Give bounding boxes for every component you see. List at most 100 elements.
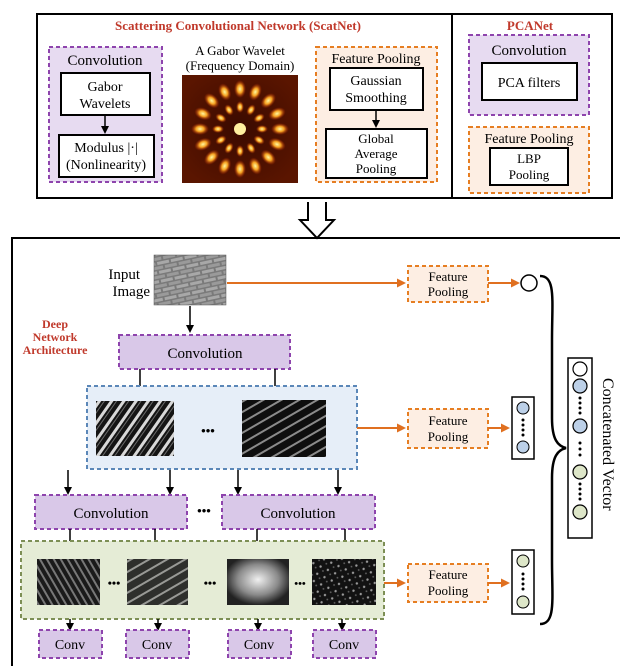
concatenated-vector-label: Concatenated Vector [599,378,616,511]
gabor-petal [191,123,209,135]
conv-box-b [125,629,190,659]
ellipsis-conv-row: ••• [197,503,211,518]
feature-map-2a [37,559,100,605]
conv-a-label: Conv [55,638,85,653]
gabor-petal [204,149,220,165]
gabor-petal [260,93,276,109]
global-average-pooling-box [325,128,428,179]
convolution-2b-label: Convolution [260,506,336,522]
modulus-line-1: Modulus |·| [74,141,138,156]
modulus-line-2: (Nonlinearity) [66,158,146,173]
feature-map-1b [242,400,326,457]
gabor-petal [224,104,234,116]
gabor-petal [248,157,262,175]
ellipsis-band-2a: ••• [108,576,121,590]
feature-pooling-2-line-2: Pooling [428,429,469,444]
pca-filters-box [481,62,578,101]
convolution-1-label: Convolution [167,346,243,362]
feature-pooling-1-line-1: Feature [429,269,468,284]
conv-b-label: Conv [142,638,172,653]
concatenation-brace [539,274,567,626]
gabor-petal [246,104,256,116]
scatnet-feature-pooling-label: Feature Pooling [331,52,420,67]
gabor-petal [236,145,244,157]
gabor-petal [215,135,227,145]
global-line-3: Pooling [356,161,397,176]
gabor-petal [268,137,286,151]
global-line-1: Global [358,131,394,146]
conv-box-c [227,629,292,659]
feature-map-1a [96,401,174,456]
pcanet-title: PCANet [507,18,554,33]
lbp-pooling-box [489,147,569,186]
scatnet-convolution-label: Convolution [67,53,143,69]
feature-pooling-2-line-1: Feature [429,413,468,428]
gabor-petal [256,125,268,133]
feature-pooling-1-line-2: Pooling [428,284,469,299]
feature-map-2b [127,559,188,605]
wavelet-caption-1: A Gabor Wavelet [195,43,285,58]
feature-map-2d [312,559,376,605]
deep-label-2: Network [33,330,78,344]
gabor-petal [215,113,227,123]
gaussian-line-2: Smoothing [345,91,406,106]
bottom-panel-frame [11,237,620,666]
gabor-petal [194,137,212,151]
gabor-line-1: Gabor [88,80,123,95]
ellipsis-band-2c: ••• [294,578,306,590]
gabor-petal [268,107,286,121]
feature-pooling-3-line-1: Feature [429,567,468,582]
gabor-petal [271,123,289,135]
top-panel: Scattering Convolutional Network (ScatNe… [36,13,613,199]
conv-box-d [312,629,377,659]
conv-c-label: Conv [244,638,274,653]
gabor-petal [218,157,232,175]
convolution-2a-label: Convolution [73,506,149,522]
gabor-petal [212,125,224,133]
global-line-2: Average [354,146,397,161]
convolution-box-2a [34,494,188,530]
deep-label-1: Deep [42,317,68,331]
convolution-box-2b [221,494,376,530]
gabor-petal [204,93,220,109]
modulus-box [58,134,155,178]
deep-label-3: Architecture [23,343,89,357]
feature-pooling-box-3 [407,563,489,603]
gabor-petal [194,107,212,121]
hollow-down-arrow [297,202,337,240]
output-node-1 [520,274,538,292]
gabor-petal [253,113,265,123]
input-label-2: Image [113,284,151,300]
wavelet-caption-2: (Frequency Domain) [186,58,295,73]
conv-d-label: Conv [329,638,359,653]
lbp-line-2: Pooling [509,167,550,182]
feature-pooling-3-line-2: Pooling [428,583,469,598]
bottom-panel: Input Image Deep Network Architecture Fe… [11,237,620,666]
scatnet-title: Scattering Convolutional Network (ScatNe… [115,18,361,33]
gabor-petal [236,101,244,113]
ellipsis-band-1: ••• [201,423,215,438]
pooled-vector-2 [511,396,535,460]
gabor-petal [218,83,232,101]
convolution-box-1 [118,334,291,370]
gabor-petal [248,83,262,101]
lbp-line-1: LBP [517,151,541,166]
conv-box-a [38,629,103,659]
gabor-petal [234,80,246,98]
pcanet-convolution-label: Convolution [491,43,567,59]
gabor-petal [224,142,234,154]
gaussian-line-1: Gaussian [350,74,401,89]
gabor-petal [246,142,256,154]
pcanet-feature-pooling-label: Feature Pooling [484,132,573,147]
gabor-line-2: Wavelets [80,97,131,112]
input-image [153,254,227,306]
concatenated-vector [567,357,593,539]
gabor-petal [234,160,246,178]
gabor-wavelet-image [182,75,298,183]
pooled-vector-3 [511,549,535,615]
pca-filters-label: PCA filters [498,76,561,91]
ellipsis-band-2b: ••• [204,576,217,590]
input-label-1: Input [108,267,140,283]
gabor-petal [260,149,276,165]
